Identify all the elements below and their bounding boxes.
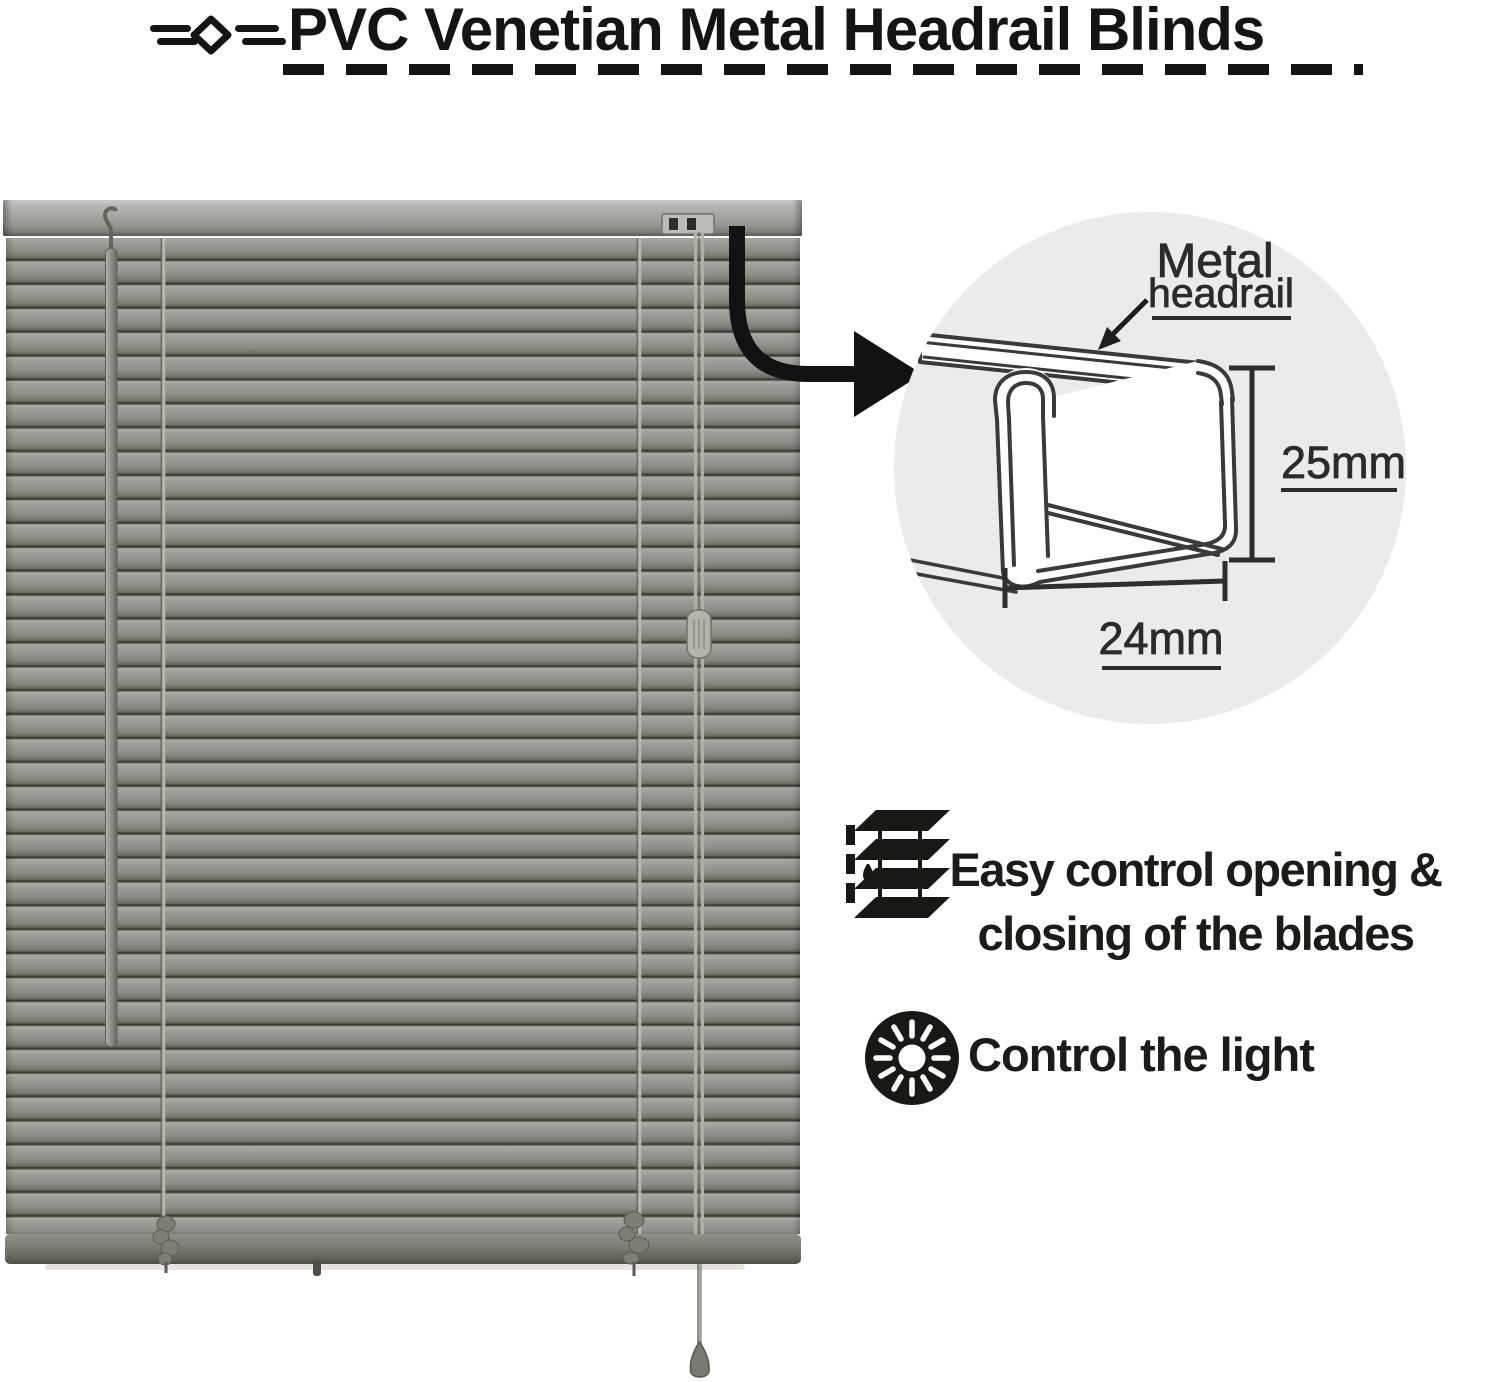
headrail-inset-diagram: Metal headrail 25mm 24mm (894, 212, 1406, 724)
cord-knot-right (618, 1211, 650, 1265)
callout-arrowhead (854, 331, 922, 417)
venetian-blind-icon (846, 810, 950, 918)
blind-bottom-rail (5, 1234, 801, 1264)
page-title: PVC Venetian Metal Headrail Blinds (288, 0, 1265, 63)
cord-tassel (689, 1340, 710, 1378)
label-arrow (1098, 298, 1149, 350)
feature-easy-control-line2: closing of the blades (977, 907, 1415, 960)
title-dashed-underline (283, 64, 1363, 75)
width-dimension-label: 24mm (1098, 613, 1223, 664)
cord-lock-detail (669, 218, 678, 230)
sun-light-icon (865, 1011, 959, 1105)
headrail-cross-section (995, 361, 1238, 587)
feature-control-light: Control the light (968, 1028, 1315, 1081)
feature-easy-control: Easy control opening & closing of the bl… (928, 838, 1463, 966)
wand-hook (102, 206, 118, 252)
cord-lock-detail (687, 218, 696, 230)
height-dimension-label: 25mm (1281, 437, 1406, 488)
bottom-rail-reflection (45, 1264, 745, 1270)
cord-knot-left (152, 1215, 180, 1266)
blind-hardware (102, 206, 715, 1378)
cord-end-tab (313, 1260, 321, 1276)
inset-label-metal: Metal (1156, 235, 1273, 288)
feature-easy-control-line1: Easy control opening & (949, 843, 1443, 896)
callout-arrow (729, 226, 922, 417)
height-dimension-line (1229, 365, 1275, 563)
inset-label-headrail: headrail (1148, 270, 1294, 316)
tilt-wand (105, 247, 118, 1048)
blind-slats (6, 238, 800, 1234)
bars-diamond-icon (150, 15, 286, 55)
width-dimension-line (1002, 561, 1228, 608)
